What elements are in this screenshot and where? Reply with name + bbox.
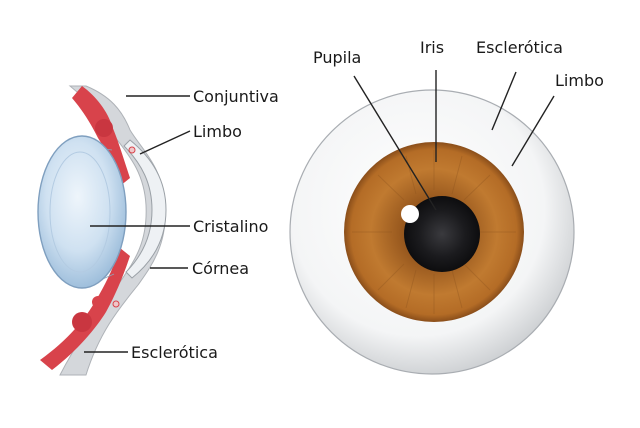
label-cornea: Córnea	[192, 259, 249, 278]
label-conjuntiva: Conjuntiva	[193, 87, 279, 106]
cornea-shape	[123, 139, 167, 279]
side-view	[37, 85, 167, 376]
canal-dot-bottom	[112, 300, 120, 308]
label-esclerotica-side: Esclerótica	[131, 343, 218, 362]
leader-pupila	[353, 75, 437, 211]
pupil	[404, 196, 480, 272]
label-iris: Iris	[420, 38, 444, 57]
lens-cristalino	[37, 135, 127, 289]
label-pupila: Pupila	[313, 48, 361, 67]
leader-esclerotica-front	[491, 71, 517, 131]
corneal-highlight	[401, 205, 419, 223]
side-leader-lines	[84, 95, 191, 353]
ciliary-blob-top	[95, 119, 113, 137]
label-esclerotica-front: Esclerótica	[476, 38, 563, 57]
label-cristalino: Cristalino	[193, 217, 268, 236]
tissue-bottom	[40, 248, 130, 370]
lens-inner	[49, 151, 111, 273]
ciliary-blob-bottom	[72, 312, 92, 332]
label-limbo-front: Limbo	[555, 71, 604, 90]
front-view	[289, 89, 575, 375]
leader-limbo-side	[139, 130, 191, 155]
leader-limbo-front	[511, 95, 555, 167]
label-limbo-side: Limbo	[193, 122, 242, 141]
iris-streaks	[352, 150, 516, 314]
ciliary-blob-bottom-2	[92, 296, 104, 308]
canal-dot-top	[128, 146, 136, 154]
front-leader-lines	[353, 70, 555, 211]
